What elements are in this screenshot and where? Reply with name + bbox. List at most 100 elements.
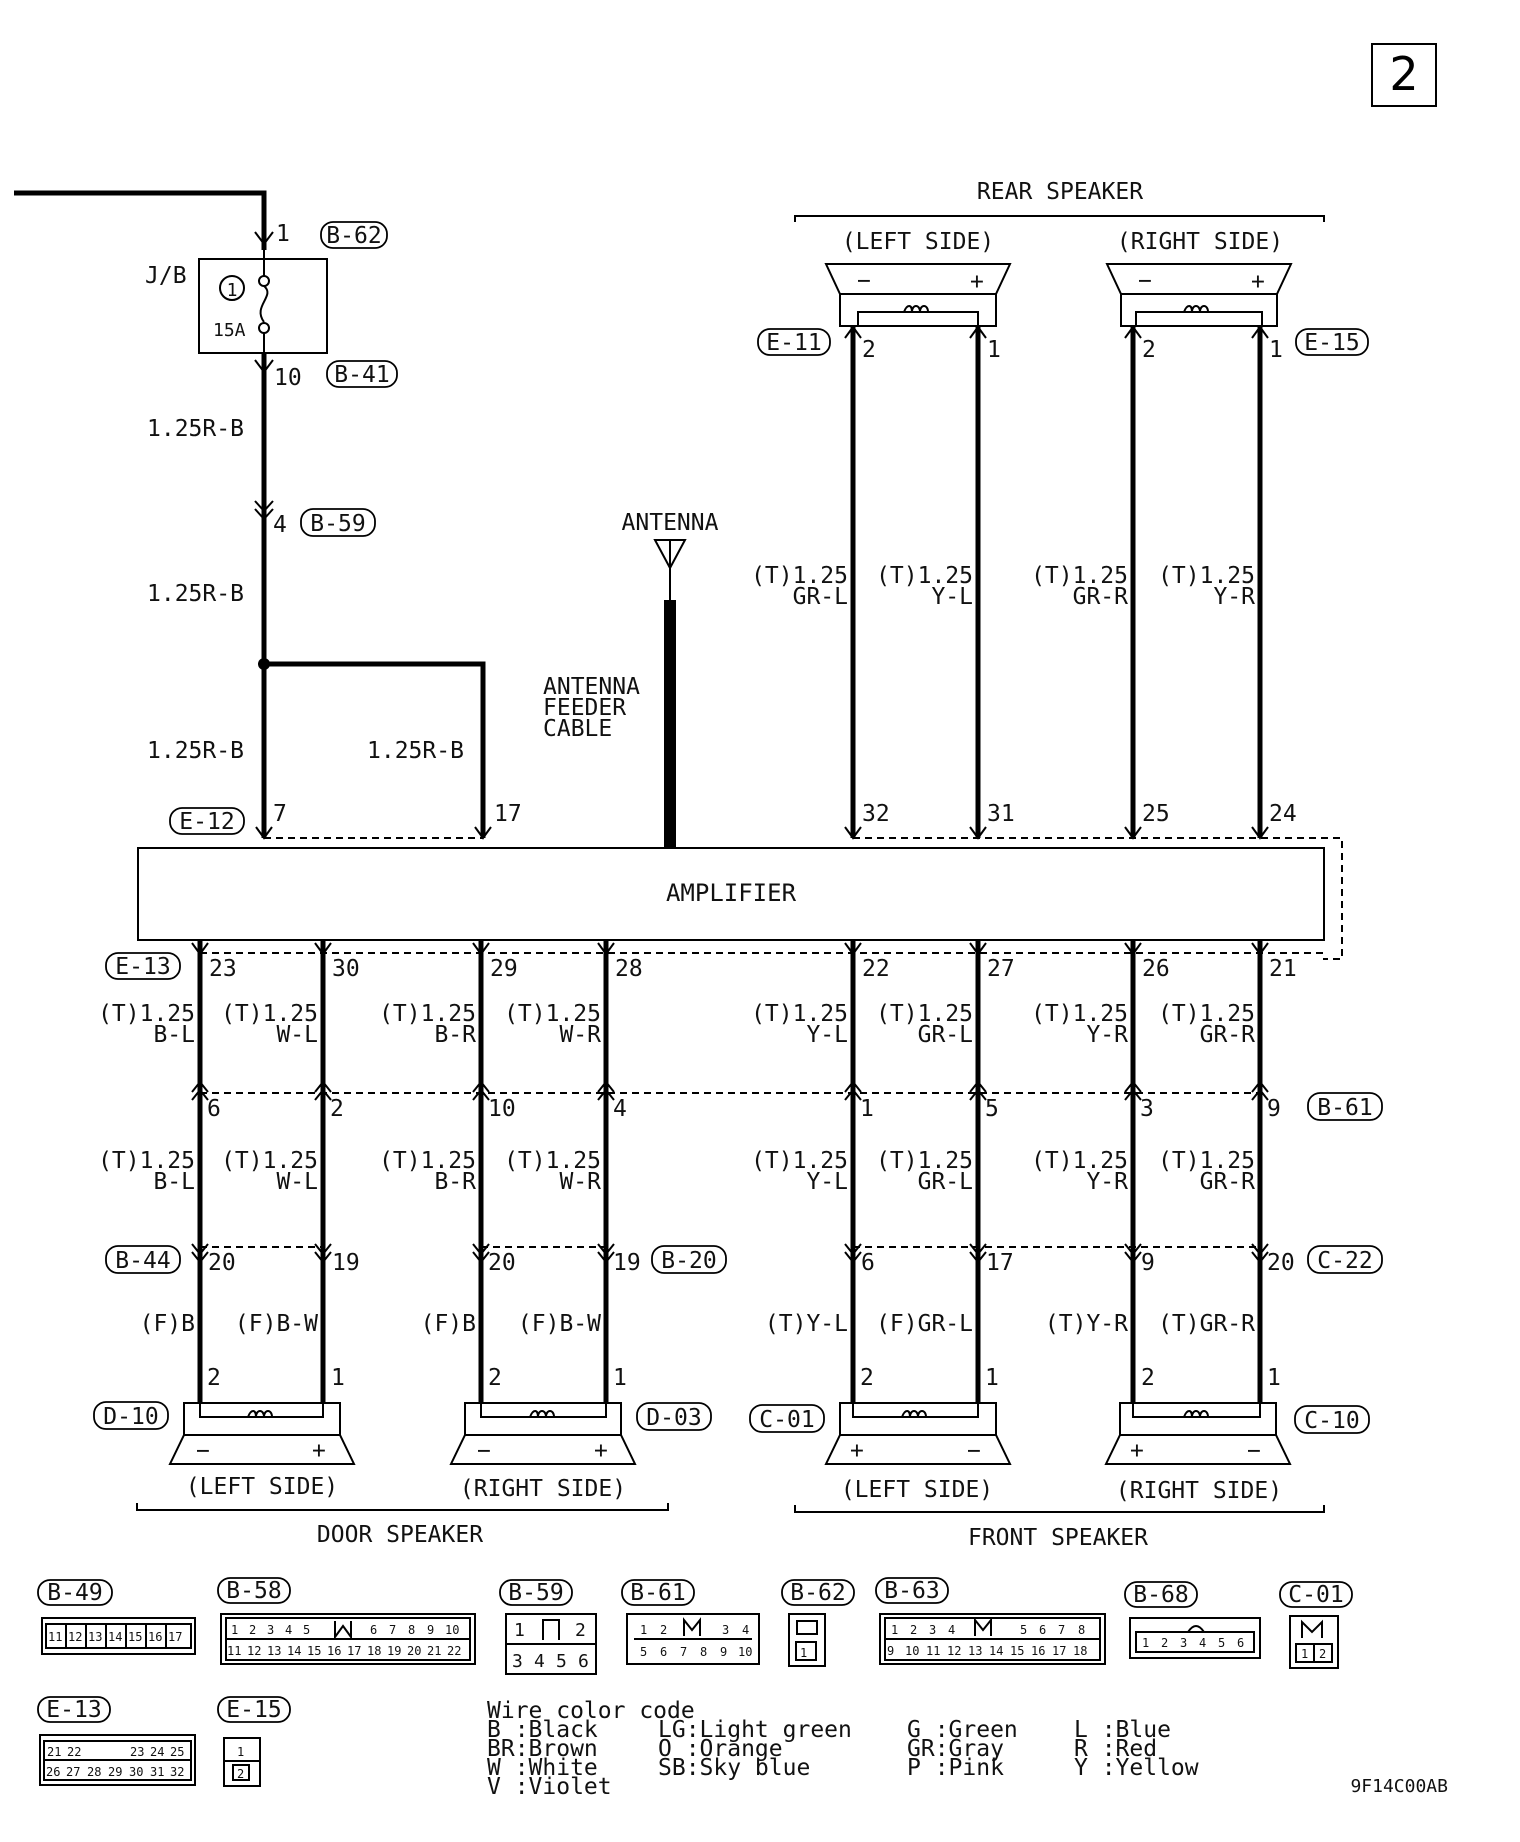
svg-text:(F)B-W: (F)B-W bbox=[518, 1311, 601, 1337]
svg-text:32: 32 bbox=[170, 1765, 184, 1779]
svg-text:+: + bbox=[312, 1438, 326, 1464]
legend-b63-label: B-63 bbox=[884, 1578, 939, 1604]
connector-tag-e11 bbox=[757, 328, 831, 356]
svg-text:18: 18 bbox=[1073, 1644, 1087, 1658]
svg-text:22: 22 bbox=[67, 1745, 81, 1759]
svg-text:−: − bbox=[857, 268, 871, 294]
amplifier-box bbox=[137, 847, 1325, 941]
c22-pin: 20 bbox=[1267, 1250, 1295, 1276]
wire-label: 1.25R-B bbox=[147, 581, 244, 607]
svg-text:Y-R: Y-R bbox=[1086, 1022, 1128, 1048]
svg-text:1: 1 bbox=[237, 1745, 244, 1759]
legend-tag-b59 bbox=[499, 1579, 573, 1606]
b61-pin: 10 bbox=[488, 1096, 516, 1122]
connector-tag-b20 bbox=[651, 1245, 727, 1274]
legend-connector-b58: 1 2 3 4 5 6 7 8 9 10 11 12 13 14 15 16 1… bbox=[220, 1613, 476, 1665]
b61-pin: 4 bbox=[613, 1096, 627, 1122]
door-right-pin: 1 bbox=[613, 1365, 627, 1391]
door-speaker-title: DOOR SPEAKER bbox=[317, 1522, 483, 1548]
svg-text:17: 17 bbox=[347, 1644, 361, 1658]
svg-text:13: 13 bbox=[88, 1630, 102, 1644]
legend-connector-b63: 1 2 3 4 5 6 7 8 9 10 11 12 13 14 15 16 1… bbox=[879, 1613, 1106, 1665]
svg-text:25: 25 bbox=[170, 1745, 184, 1759]
svg-text:1: 1 bbox=[231, 1623, 238, 1637]
connector-tag-e15 bbox=[1295, 328, 1369, 356]
svg-text:8: 8 bbox=[700, 1645, 707, 1659]
svg-text:W-R: W-R bbox=[559, 1022, 601, 1048]
svg-text:4: 4 bbox=[948, 1623, 955, 1637]
legend-tag-b63 bbox=[875, 1577, 949, 1604]
connector-tag-c22 bbox=[1307, 1245, 1383, 1274]
legend-tag-b58 bbox=[217, 1577, 291, 1604]
svg-text:23: 23 bbox=[130, 1745, 144, 1759]
svg-text:4: 4 bbox=[534, 1651, 545, 1672]
svg-text:−: − bbox=[1247, 1438, 1261, 1464]
svg-text:1: 1 bbox=[640, 1623, 647, 1637]
page-number: 2 bbox=[1389, 47, 1418, 101]
svg-text:(T)Y-R: (T)Y-R bbox=[1045, 1311, 1128, 1337]
rear-left-pin: 1 bbox=[987, 337, 1001, 363]
pin-arrows bbox=[844, 826, 1269, 840]
svg-text:13: 13 bbox=[968, 1644, 982, 1658]
amp-pin: 30 bbox=[332, 956, 360, 982]
pin-arrow bbox=[254, 359, 274, 374]
front-right-label: (RIGHT SIDE) bbox=[1116, 1478, 1282, 1504]
svg-text:5: 5 bbox=[640, 1645, 647, 1659]
svg-text:11: 11 bbox=[48, 1630, 62, 1644]
legend-connector-e15: 1 2 bbox=[223, 1737, 261, 1787]
b59-pin: 4 bbox=[273, 512, 287, 538]
svg-text:12: 12 bbox=[247, 1644, 261, 1658]
svg-text:12: 12 bbox=[68, 1630, 82, 1644]
connector-tag-e12 bbox=[169, 807, 245, 835]
svg-text:4: 4 bbox=[742, 1623, 749, 1637]
svg-text:GR-R: GR-R bbox=[1200, 1022, 1256, 1048]
svg-text:Y-L: Y-L bbox=[806, 1022, 848, 1048]
rear-right-pin: 2 bbox=[1142, 337, 1156, 363]
wire-color-code-title: Wire color code bbox=[487, 1698, 695, 1724]
svg-text:SB:Sky blue: SB:Sky blue bbox=[658, 1755, 810, 1781]
svg-text:2: 2 bbox=[575, 1620, 586, 1641]
svg-text:B-L: B-L bbox=[153, 1169, 195, 1195]
front-right-speaker: + − bbox=[1104, 1402, 1292, 1465]
svg-text:20: 20 bbox=[407, 1644, 421, 1658]
wire-label: (T)1.25 bbox=[876, 563, 973, 589]
svg-text:9: 9 bbox=[427, 1623, 434, 1637]
svg-text:LG:Light green: LG:Light green bbox=[658, 1717, 852, 1743]
svg-text:4: 4 bbox=[285, 1623, 292, 1637]
svg-text:V :Violet: V :Violet bbox=[487, 1774, 612, 1800]
connector-e13-label: E-13 bbox=[115, 954, 170, 980]
svg-text:R :Red: R :Red bbox=[1074, 1736, 1157, 1762]
svg-text:2: 2 bbox=[1319, 1647, 1326, 1661]
svg-text:24: 24 bbox=[150, 1745, 164, 1759]
svg-text:30: 30 bbox=[129, 1765, 143, 1779]
legend-b68-label: B-68 bbox=[1133, 1582, 1188, 1608]
connector-tag-e13 bbox=[105, 952, 181, 980]
b61-pin: 6 bbox=[207, 1096, 221, 1122]
svg-text:(T)1.25: (T)1.25 bbox=[1031, 1001, 1128, 1027]
svg-text:21: 21 bbox=[47, 1745, 61, 1759]
svg-text:1: 1 bbox=[1301, 1647, 1308, 1661]
svg-text:9: 9 bbox=[720, 1645, 727, 1659]
legend-c01-label: C-01 bbox=[1288, 1582, 1343, 1608]
fuse-element bbox=[259, 285, 269, 323]
wire-1.25R-B-branch bbox=[264, 661, 486, 838]
connector-b41-label: B-41 bbox=[334, 362, 389, 388]
svg-text:(T)1.25: (T)1.25 bbox=[876, 1148, 973, 1174]
upper-wire-labels: (T)1.25 B-L (T)1.25 W-L (T)1.25 B-R (T)1… bbox=[98, 1001, 1255, 1048]
legend-e15-label: E-15 bbox=[226, 1697, 281, 1723]
door-left-speaker: − + bbox=[168, 1402, 356, 1465]
svg-text:(T)1.25: (T)1.25 bbox=[751, 1148, 848, 1174]
legend-connector-e13: 21 22 23 24 25 26 27 28 29 30 31 32 bbox=[39, 1734, 196, 1786]
svg-text:1: 1 bbox=[800, 1646, 807, 1660]
wire-label: 1.25R-B bbox=[147, 416, 244, 442]
svg-text:11: 11 bbox=[926, 1644, 940, 1658]
svg-text:2: 2 bbox=[660, 1623, 667, 1637]
b44-pin: 19 bbox=[332, 1250, 360, 1276]
c22-pin: 9 bbox=[1141, 1250, 1155, 1276]
svg-text:14: 14 bbox=[989, 1644, 1003, 1658]
legend-b49-label: B-49 bbox=[47, 1580, 102, 1606]
connector-arrows-b61 bbox=[191, 1080, 1269, 1101]
svg-text:1: 1 bbox=[514, 1620, 525, 1641]
amp-pin: 17 bbox=[494, 801, 522, 827]
